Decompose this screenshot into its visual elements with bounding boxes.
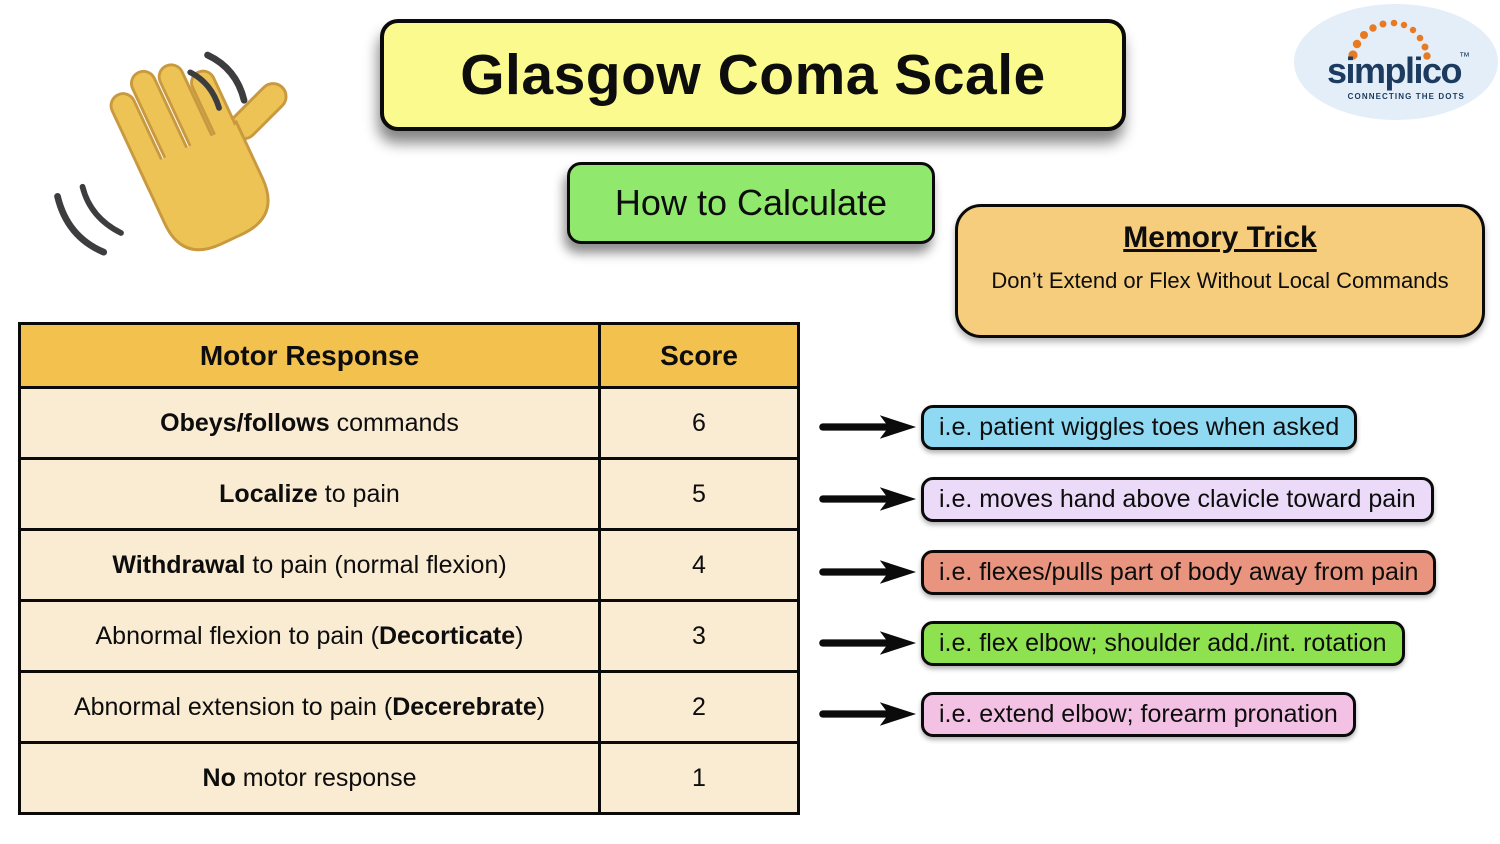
motion-line [204, 51, 248, 104]
motor-response-text: Withdrawal [112, 550, 246, 579]
annotation-row: i.e. moves hand above clavicle toward pa… [818, 475, 1434, 523]
motor-response-text: Decorticate [378, 621, 516, 650]
motor-response-text: Decerebrate [392, 692, 537, 721]
score-cell: 1 [598, 741, 800, 815]
annotation-row: i.e. flexes/pulls part of body away from… [818, 548, 1437, 596]
motor-response-text: ) [515, 621, 524, 650]
memory-trick-title: Memory Trick [1123, 221, 1317, 254]
motor-response-text: to pain [317, 479, 400, 508]
example-note: i.e. moves hand above clavicle toward pa… [921, 476, 1434, 522]
annotation-row: i.e. flex elbow; shoulder add./int. rota… [818, 619, 1405, 667]
waving-hand-icon [54, 51, 288, 256]
palm [139, 124, 269, 250]
motor-response-text: Abnormal extension to pain ( [73, 692, 393, 721]
score-cell: 6 [598, 386, 800, 460]
logo-trademark: ™ [1459, 51, 1470, 63]
motor-response-text: to pain (normal flexion) [245, 550, 507, 579]
motor-response-cell: No motor response [18, 741, 601, 815]
logo-tagline: CONNECTING THE DOTS [1348, 92, 1465, 101]
score-cell: 2 [598, 670, 800, 744]
motion-line [187, 69, 222, 111]
header-score: Score [598, 322, 800, 389]
motor-response-text: commands [329, 408, 459, 437]
how-to-calculate-badge: How to Calculate [567, 162, 935, 244]
motor-response-text: Obeys/follows [160, 408, 330, 437]
arrow-icon [819, 631, 917, 655]
motor-response-cell: Obeys/follows commands [18, 386, 601, 460]
motor-response-cell: Abnormal extension to pain (Decerebrate) [18, 670, 601, 744]
motor-response-text: motor response [235, 763, 417, 792]
example-note: i.e. patient wiggles toes when asked [921, 404, 1358, 450]
score-cell: 4 [598, 528, 800, 602]
motor-response-cell: Withdrawal to pain (normal flexion) [18, 528, 601, 602]
table-row: Abnormal flexion to pain (Decorticate)3 [18, 599, 800, 673]
arrow-icon [819, 560, 917, 584]
score-cell: 5 [598, 457, 800, 531]
motor-response-text: No [202, 763, 236, 792]
logo-wordmark: simplico [1327, 50, 1462, 91]
annotation-row: i.e. patient wiggles toes when asked [818, 403, 1358, 451]
arrow-icon [819, 487, 917, 511]
motion-line [54, 193, 108, 256]
memory-trick-card: Memory Trick Don’t Extend or Flex Withou… [955, 204, 1485, 338]
example-note: i.e. extend elbow; forearm pronation [921, 691, 1356, 737]
motor-response-text: Abnormal flexion to pain ( [95, 621, 379, 650]
arrow-icon [819, 702, 917, 726]
badge-label: How to Calculate [614, 182, 888, 223]
example-note: i.e. flex elbow; shoulder add./int. rota… [921, 620, 1405, 666]
page-title-text: Glasgow Coma Scale [460, 43, 1046, 107]
motor-response-cell: Localize to pain [18, 457, 601, 531]
page-title: Glasgow Coma Scale [380, 19, 1126, 131]
annotation-row: i.e. extend elbow; forearm pronation [818, 690, 1356, 738]
table-row: Withdrawal to pain (normal flexion)4 [18, 528, 800, 602]
header-motor-response: Motor Response [18, 322, 601, 389]
motor-response-text: Localize [219, 479, 318, 508]
score-cell: 3 [598, 599, 800, 673]
simplico-logo: simplico ™ CONNECTING THE DOTS [1294, 4, 1498, 120]
motor-response-cell: Abnormal flexion to pain (Decorticate) [18, 599, 601, 673]
motion-line [79, 183, 124, 236]
table-row: Abnormal extension to pain (Decerebrate)… [18, 670, 800, 744]
example-note: i.e. flexes/pulls part of body away from… [921, 549, 1437, 595]
logo-dots-arc [1348, 19, 1431, 60]
logo-ellipse [1294, 4, 1498, 120]
arrow-icon [819, 415, 917, 439]
memory-trick-text: Don’t Extend or Flex Without Local Comma… [991, 268, 1449, 293]
motor-response-text: ) [536, 692, 546, 721]
